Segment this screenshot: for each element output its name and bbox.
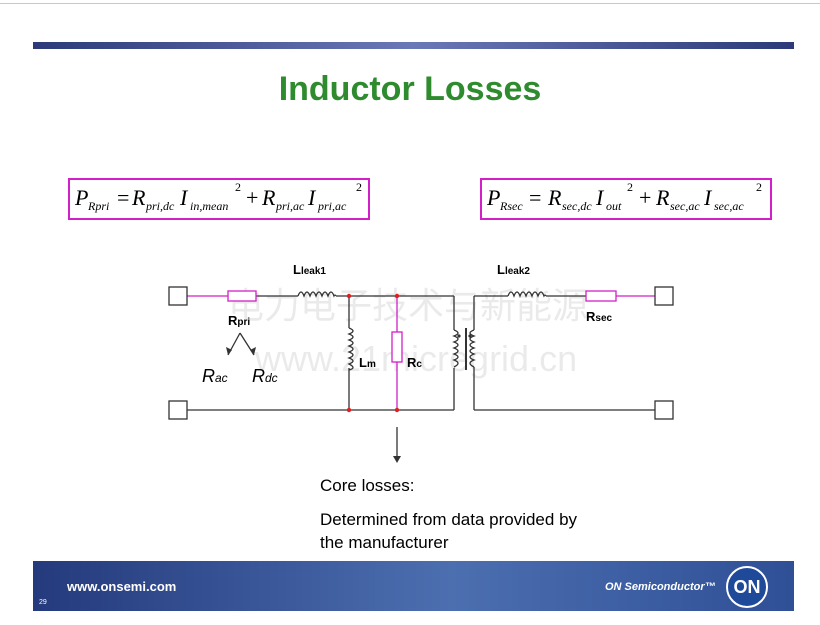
page-number: 29	[39, 599, 47, 606]
eq2-t4-sub: sec,ac	[714, 199, 744, 213]
xfmr-dot-primary	[457, 334, 461, 338]
eq1-t4: I	[308, 185, 316, 210]
eq2-t2-sup: 2	[627, 180, 633, 194]
eq2-t3-sub: sec,ac	[670, 199, 700, 213]
eq1-t3: R	[262, 185, 276, 210]
footer-bar: www.onsemi.com 29 ON Semiconductor™ ON	[33, 561, 794, 611]
lleak1-coil	[297, 291, 337, 298]
eq2-t1-sub: sec,dc	[562, 199, 592, 213]
terminal-primary-bottom	[168, 400, 188, 420]
eq1-t4-sub: pri,ac	[318, 199, 347, 213]
label-lm: Lm	[359, 355, 376, 370]
eq1-lhs-sub: Rpri	[88, 199, 110, 213]
xfmr-secondary-coil	[469, 329, 476, 368]
header-bar	[33, 42, 794, 49]
core-loss-arrowhead	[393, 456, 401, 463]
node-lm-bottom	[346, 407, 352, 413]
eq1-t3-sub: pri,ac	[276, 199, 305, 213]
eq2-t4-sup: 2	[756, 180, 762, 194]
eq2-t2-sub: out	[606, 199, 622, 213]
node-rc-top	[394, 293, 400, 299]
eq2-t2: I	[596, 185, 604, 210]
determined-text-line2: the manufacturer	[320, 533, 449, 552]
eq1-t2-sup: 2	[235, 180, 241, 194]
label-lleak1: Lleak1	[293, 262, 326, 277]
on-logo: ON	[726, 566, 768, 608]
top-border-line	[0, 3, 820, 4]
label-lleak2: Lleak2	[497, 262, 530, 277]
eq1-t1: R	[132, 185, 146, 210]
label-rac: Rac	[202, 366, 228, 386]
label-rc: Rc	[407, 355, 422, 370]
rc-resistor	[391, 331, 403, 363]
watermark-url: www.21micregrid.cn	[255, 338, 578, 379]
eq1-t2-sub: in,mean	[190, 199, 229, 213]
rpri-arrowhead-left	[226, 347, 232, 355]
eq2-equals: =	[529, 185, 542, 210]
core-losses-label: Core losses:	[320, 476, 415, 495]
eq2-lhs-sub: Rsec	[500, 199, 523, 213]
eq1-t4-sup: 2	[356, 180, 362, 194]
secondary-loss-equation: P Rsec = R sec,dc I out 2 + R sec,ac I s…	[480, 178, 772, 220]
xfmr-primary-coil	[452, 329, 459, 368]
eq1-t2: I	[180, 185, 188, 210]
determined-text-line1: Determined from data provided by	[320, 510, 578, 529]
eq2-plus: +	[639, 185, 652, 210]
eq1-plus: +	[246, 185, 259, 210]
label-rsec: Rsec	[586, 309, 613, 324]
eq1-t1-sub: pri,dc	[146, 199, 175, 213]
eq2-t1: R	[548, 185, 562, 210]
label-rdc: Rdc	[252, 366, 278, 386]
rsec-resistor	[585, 290, 617, 302]
eq2-lhs: P	[487, 185, 501, 210]
brand-name: ON Semiconductor™	[605, 581, 716, 593]
eq2-t4: I	[704, 185, 712, 210]
footer-url[interactable]: www.onsemi.com	[67, 579, 177, 594]
rpri-arrowhead-right	[250, 347, 256, 355]
slide-title: Inductor Losses	[278, 70, 542, 108]
xfmr-dot-secondary	[468, 334, 472, 338]
terminal-secondary-top	[654, 286, 674, 306]
eq1-equals: =	[117, 185, 130, 210]
label-rpri: Rpri	[228, 313, 251, 328]
lleak2-coil	[507, 291, 547, 298]
terminal-secondary-bottom	[654, 400, 674, 420]
node-rc-bottom	[394, 407, 400, 413]
node-lm-top	[346, 293, 352, 299]
terminal-primary-top	[168, 286, 188, 306]
rpri-resistor	[227, 290, 257, 302]
lm-coil	[347, 327, 354, 371]
eq1-lhs: P	[75, 185, 89, 210]
eq2-t3: R	[656, 185, 670, 210]
primary-loss-equation: P Rpri = R pri,dc I in,mean 2 + R pri,ac…	[68, 178, 370, 220]
